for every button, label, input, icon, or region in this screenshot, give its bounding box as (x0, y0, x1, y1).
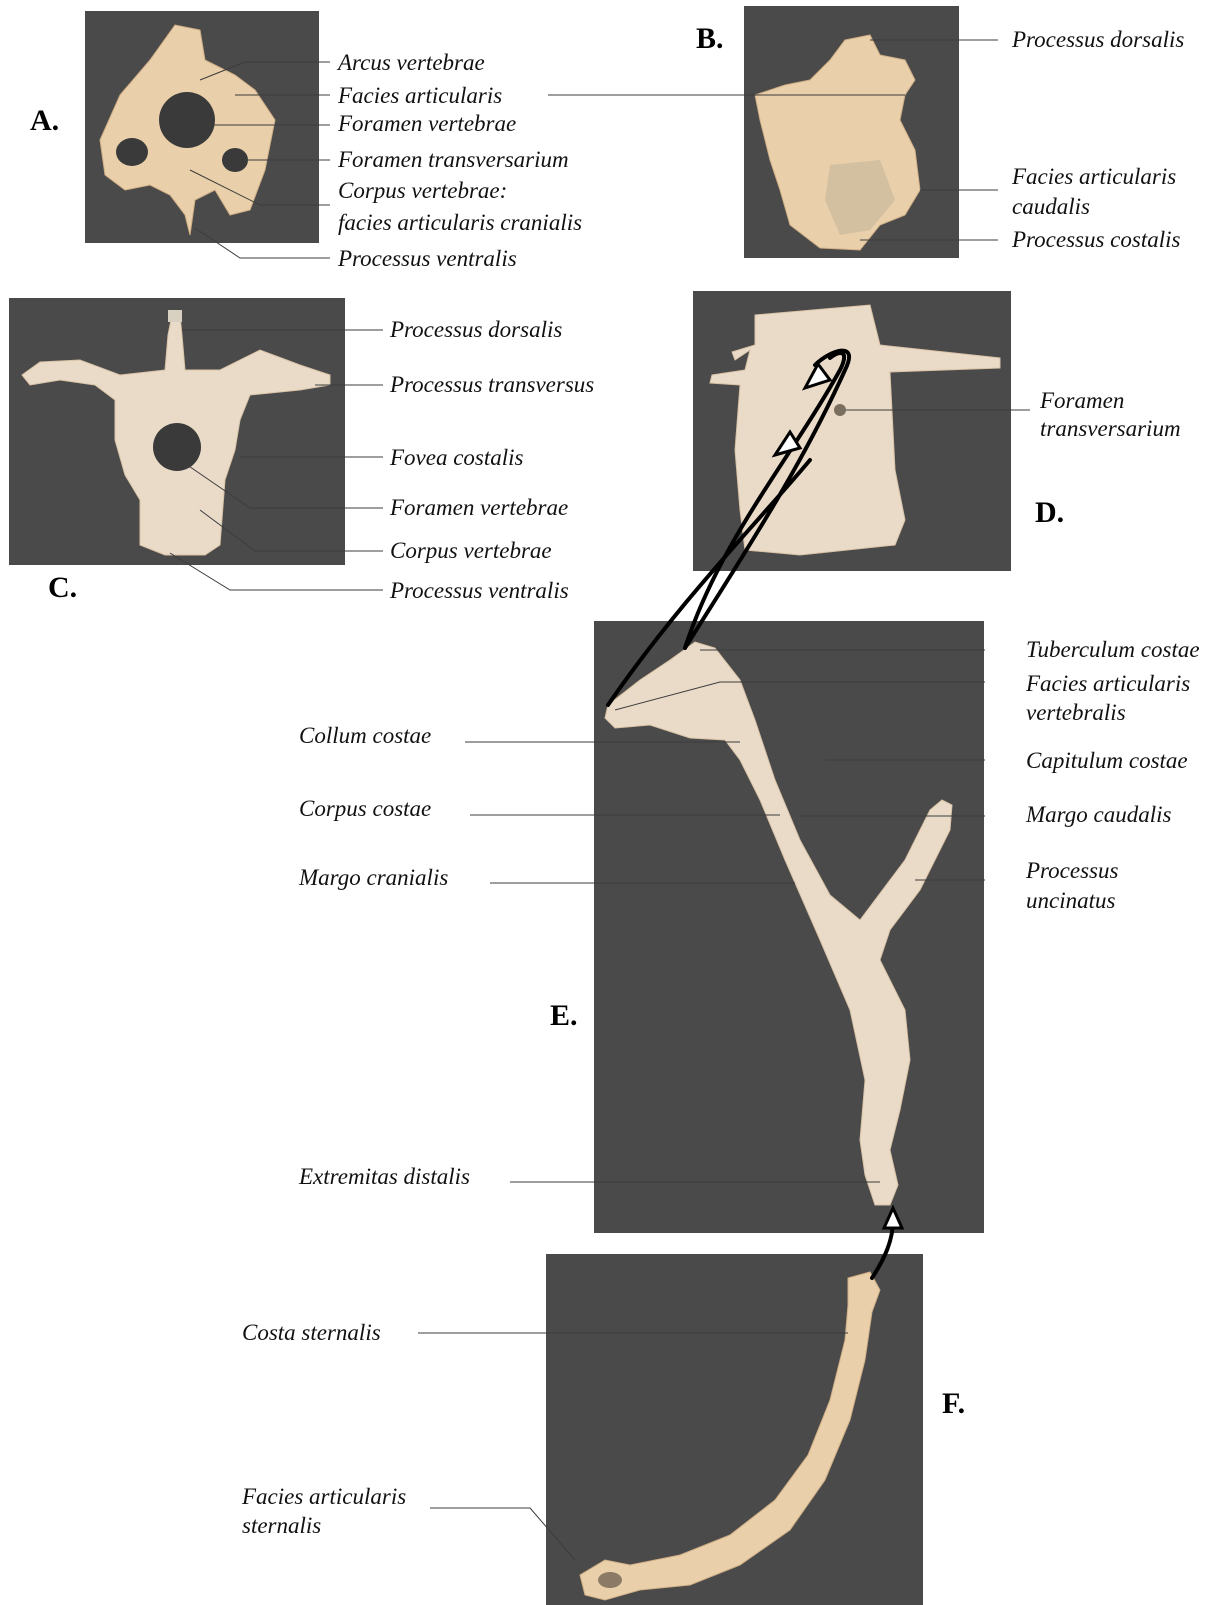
label-e-corpus-costae: Corpus costae (299, 796, 431, 821)
label-c-processus-ventralis: Processus ventralis (389, 578, 569, 603)
label-a-facies-articularis-cranialis: facies articularis cranialis (338, 210, 582, 235)
label-b-caudalis: caudalis (1012, 194, 1090, 219)
panel-e-letter: E. (550, 999, 578, 1032)
label-f-sternalis: sternalis (242, 1513, 321, 1538)
label-b-processus-costalis: Processus costalis (1011, 227, 1180, 252)
label-e-vertebralis: vertebralis (1026, 700, 1126, 725)
panel-c: C. Processus dorsalis Processus transver… (9, 298, 594, 604)
panel-e: E. Tuberculum costae Facies articularis … (298, 621, 1200, 1233)
label-c-processus-transversus: Processus transversus (389, 372, 594, 397)
panel-d: D. Foramen transversarium (693, 291, 1181, 571)
panel-c-letter: C. (48, 571, 77, 604)
label-a-corpus-vertebrae: Corpus vertebrae: (338, 178, 507, 203)
label-a-processus-ventralis: Processus ventralis (337, 246, 517, 271)
label-e-facies-articularis: Facies articularis (1025, 671, 1190, 696)
label-d-foramen: Foramen (1039, 388, 1124, 413)
panel-f-letter: F. (942, 1387, 965, 1420)
panel-a-letter: A. (30, 104, 59, 137)
label-c-processus-dorsalis: Processus dorsalis (389, 317, 562, 342)
label-f-costa-sternalis: Costa sternalis (242, 1320, 381, 1345)
label-e-processus: Processus (1025, 858, 1118, 883)
panel-f: F. Costa sternalis Facies articularis st… (241, 1254, 965, 1605)
label-e-extremitas-distalis: Extremitas distalis (298, 1164, 470, 1189)
label-e-uncinatus: uncinatus (1026, 888, 1115, 913)
label-b-processus-dorsalis: Processus dorsalis (1011, 27, 1184, 52)
label-f-facies-articularis: Facies articularis (241, 1484, 406, 1509)
panel-b-letter: B. (696, 22, 724, 55)
label-e-margo-caudalis: Margo caudalis (1025, 802, 1171, 827)
label-a-foramen-transversarium: Foramen transversarium (337, 147, 569, 172)
panel-a: A. Arcus vertebrae Facies articularis Fo… (30, 11, 582, 271)
label-a-facies-articularis: Facies articularis (337, 83, 502, 108)
label-d-transversarium: transversarium (1040, 416, 1181, 441)
label-b-facies-articularis: Facies articularis (1011, 164, 1176, 189)
label-c-foramen-vertebrae: Foramen vertebrae (389, 495, 568, 520)
panel-d-letter: D. (1035, 496, 1064, 529)
label-e-capitulum-costae: Capitulum costae (1026, 748, 1188, 773)
label-e-tuberculum-costae: Tuberculum costae (1026, 637, 1200, 662)
label-e-collum-costae: Collum costae (299, 723, 431, 748)
panel-b: B. Processus dorsalis Facies articularis… (548, 6, 1184, 258)
label-a-foramen-vertebrae: Foramen vertebrae (337, 111, 516, 136)
label-a-arcus-vertebrae: Arcus vertebrae (336, 50, 485, 75)
label-e-margo-cranialis: Margo cranialis (298, 865, 448, 890)
label-c-corpus-vertebrae: Corpus vertebrae (390, 538, 552, 563)
label-c-fovea-costalis: Fovea costalis (389, 445, 524, 470)
